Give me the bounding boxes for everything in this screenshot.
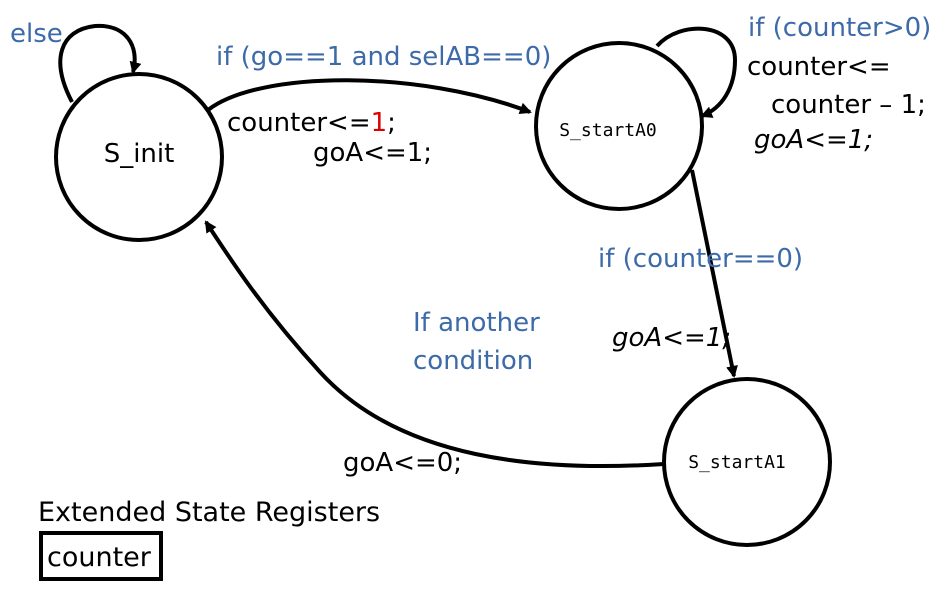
transition-starta0-to-starta1-action: goA<=1; <box>612 323 731 353</box>
transition-init-to-starta0-arrow <box>206 78 532 115</box>
transition-starta0-to-starta1-condition: if (counter==0) <box>598 244 803 274</box>
transition-starta0-to-starta1-arrow <box>690 169 738 378</box>
action-counter-terminator: ; <box>387 108 396 138</box>
action-counter-assign: counter<= <box>227 108 371 138</box>
register-counter-label: counter <box>47 542 152 573</box>
state-s-init-circle <box>54 72 224 242</box>
state-s-starta0: S_startA0 <box>534 41 704 211</box>
transition-starta1-to-init-arrow <box>204 220 665 469</box>
transition-init-to-starta0-action-2: goA<=1; <box>313 138 432 168</box>
state-s-starta1-label: S_startA1 <box>688 452 786 473</box>
transition-starta1-to-init-condition-2: condition <box>413 346 533 376</box>
state-s-starta0-circle <box>534 41 704 211</box>
transition-starta1-to-init-action: goA<=0; <box>343 448 462 478</box>
transition-init-to-starta0-action-1: counter<=1; <box>227 108 396 138</box>
transition-starta0-self-action-2: counter – 1; <box>771 90 926 120</box>
action-counter-value: 1 <box>371 108 388 138</box>
transition-starta1-to-init-condition-1: If another <box>413 308 540 338</box>
state-s-init-label: S_init <box>104 139 175 169</box>
register-counter-box <box>39 531 163 581</box>
transition-starta0-self-action-3: goA<=1; <box>754 125 873 155</box>
state-s-starta0-label: S_startA0 <box>559 120 657 141</box>
transition-starta0-self-arrow <box>655 26 738 118</box>
transition-init-self-condition: else <box>10 19 63 49</box>
state-s-init: S_init <box>54 72 224 242</box>
state-s-starta1-circle <box>662 377 832 547</box>
registers-title: Extended State Registers <box>38 497 380 528</box>
transition-starta0-self-condition: if (counter>0) <box>748 13 931 43</box>
state-s-starta1: S_startA1 <box>662 377 832 547</box>
transition-starta0-self-action-1: counter<= <box>747 52 891 82</box>
transition-init-to-starta0-condition: if (go==1 and selAB==0) <box>216 42 551 72</box>
transition-init-self-arrow <box>58 23 142 103</box>
